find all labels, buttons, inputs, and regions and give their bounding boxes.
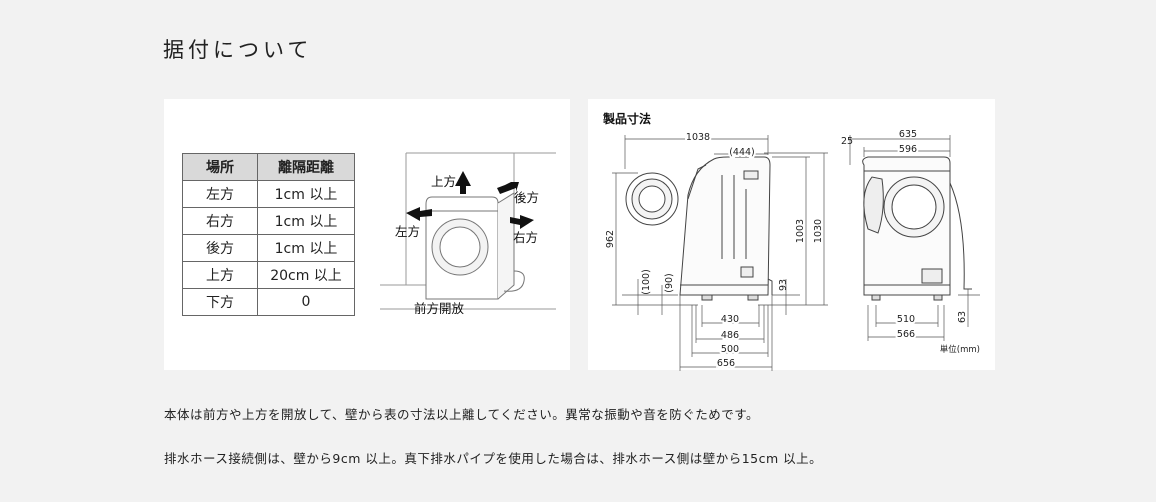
dimensions-title: 製品寸法 <box>602 111 651 126</box>
dimension-drawing: 製品寸法 <box>602 111 980 371</box>
front-view-drawing <box>862 156 972 301</box>
dim-510: 510 <box>897 314 915 325</box>
distance-cell: 1cm 以上 <box>257 234 355 262</box>
dim-500: 500 <box>721 344 739 355</box>
table-row: 右方 1cm 以上 <box>182 207 355 235</box>
dim-1030: 1030 <box>813 219 824 243</box>
dim-656: 656 <box>717 358 735 369</box>
dim-1038: 1038 <box>686 132 710 143</box>
arrow-up-icon <box>455 171 471 194</box>
location-cell: 下方 <box>182 288 258 316</box>
washer-illustration <box>425 192 525 300</box>
table-row: 下方 0 <box>182 288 355 316</box>
dim-962: 962 <box>605 230 616 248</box>
distance-cell: 0 <box>257 288 355 316</box>
arrow-left-icon <box>406 207 432 221</box>
dim-430: 430 <box>721 314 739 325</box>
dim-1003: 1003 <box>795 219 806 243</box>
drain-hose-note: 排水ホース接続側は、壁から9cm 以上。真下排水パイプを使用した場合は、排水ホー… <box>164 451 823 466</box>
dim-444: (444) <box>729 147 755 158</box>
page-title: 据付について <box>163 38 313 62</box>
label-left: 左方 <box>395 224 420 239</box>
dim-93: 93 <box>778 279 789 291</box>
label-top: 上方 <box>431 174 456 189</box>
location-cell: 左方 <box>182 180 258 208</box>
column-header-distance: 離隔距離 <box>257 153 355 181</box>
distance-cell: 20cm 以上 <box>257 261 355 289</box>
distance-cell: 1cm 以上 <box>257 207 355 235</box>
dim-25: 25 <box>841 136 853 147</box>
installation-clearance-panel: 場所 離隔距離 左方 1cm 以上 右方 1cm 以上 後方 1cm 以上 上方… <box>164 99 570 370</box>
dim-596: 596 <box>899 144 917 155</box>
label-back: 後方 <box>514 190 539 205</box>
clearance-table: 場所 離隔距離 左方 1cm 以上 右方 1cm 以上 後方 1cm 以上 上方… <box>182 153 355 316</box>
direction-arrows <box>406 171 534 229</box>
location-cell: 後方 <box>182 234 258 262</box>
dim-100: (100) <box>641 269 652 295</box>
arrow-back-icon <box>497 182 519 194</box>
dim-486: 486 <box>721 330 739 341</box>
location-cell: 上方 <box>182 261 258 289</box>
side-view-drawing <box>625 156 773 301</box>
table-row: 後方 1cm 以上 <box>182 234 355 262</box>
arrow-right-icon <box>510 215 534 229</box>
dim-63: 63 <box>957 311 968 323</box>
clearance-table-header: 場所 離隔距離 <box>182 153 355 181</box>
label-right: 右方 <box>513 230 538 245</box>
table-row: 上方 20cm 以上 <box>182 261 355 289</box>
label-front-open: 前方開放 <box>414 301 465 316</box>
unit-label: 単位(mm) <box>940 344 980 355</box>
table-row: 左方 1cm 以上 <box>182 180 355 208</box>
installation-note: 本体は前方や上方を開放して、壁から表の寸法以上離してください。異常な振動や音を防… <box>164 407 760 422</box>
dim-90: (90) <box>664 273 675 293</box>
column-header-location: 場所 <box>182 153 258 181</box>
distance-cell: 1cm 以上 <box>257 180 355 208</box>
installation-diagram: 上方 後方 左方 右方 前方開放 <box>380 152 556 316</box>
dim-635: 635 <box>899 129 917 140</box>
product-dimensions-panel: 製品寸法 <box>588 99 995 371</box>
dim-566: 566 <box>897 329 915 340</box>
